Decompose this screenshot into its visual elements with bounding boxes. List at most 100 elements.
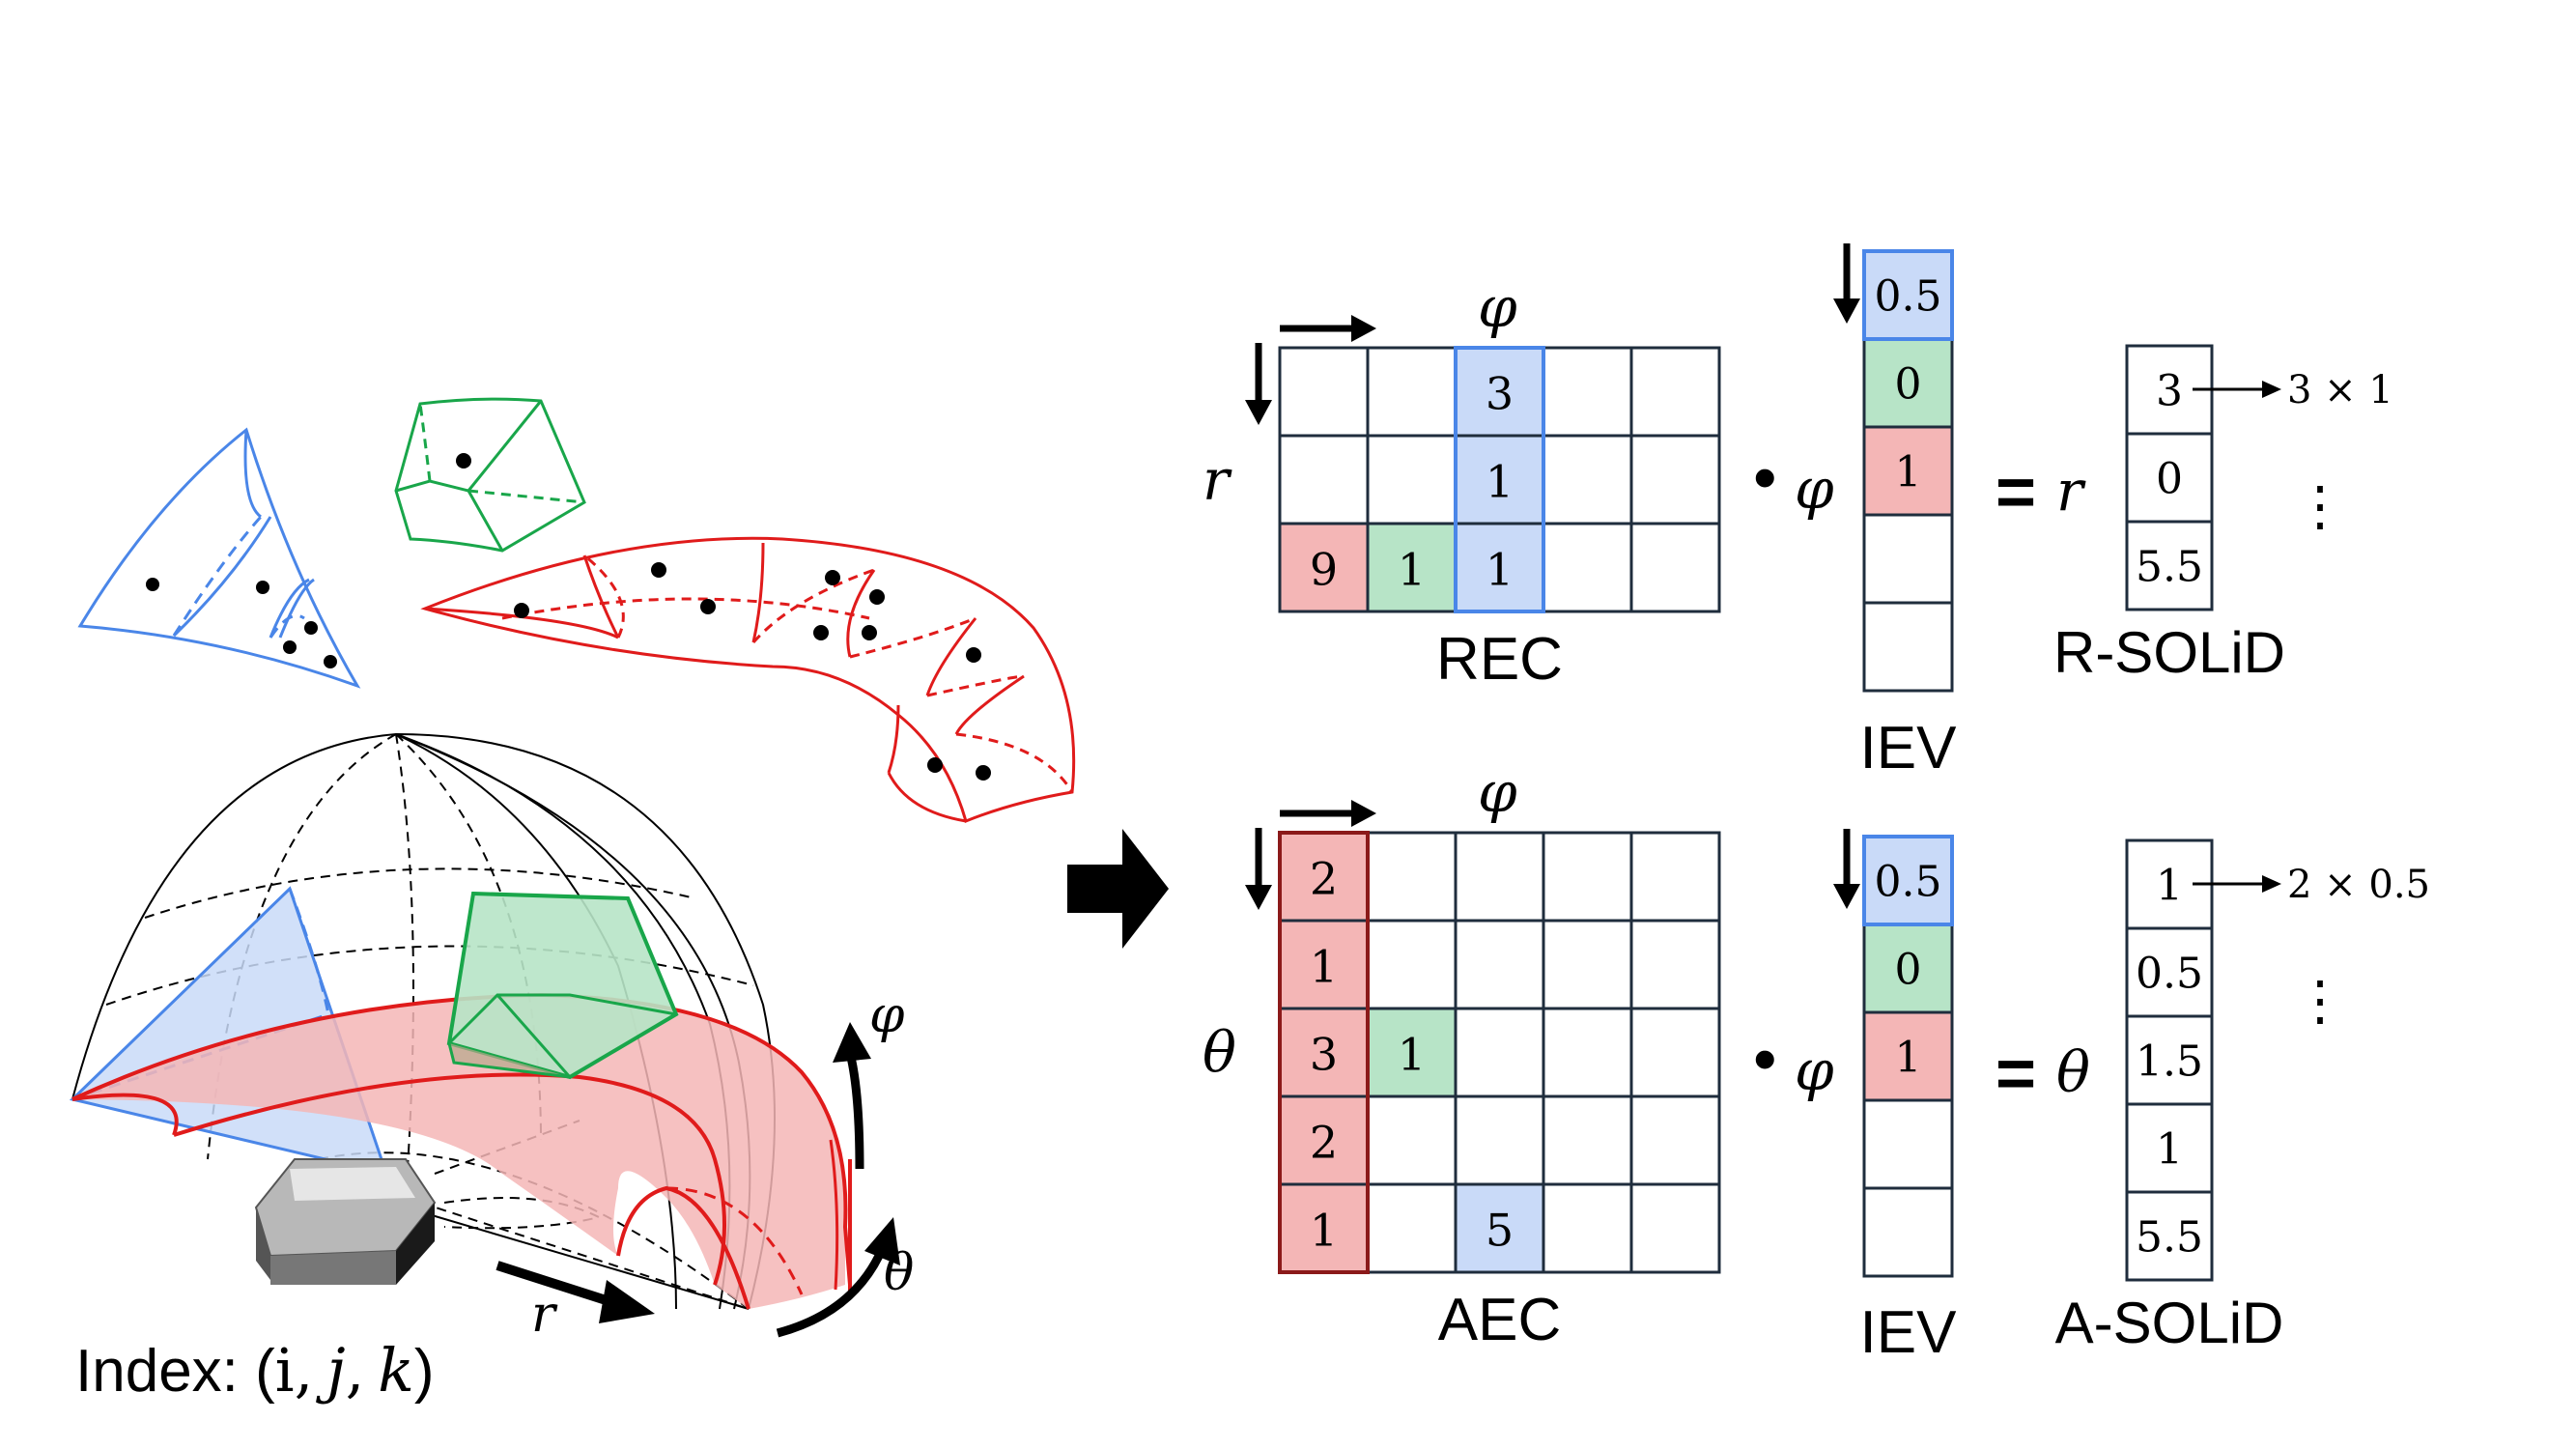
bottom-matrix-cell <box>1629 1007 1721 1098</box>
bottom-matrix-cell <box>1454 1007 1545 1098</box>
bottom-matrix-cell <box>1629 831 1721 923</box>
top-eq-label: r <box>2056 458 2086 524</box>
bottom-annotation: 2 × 0.5 <box>2287 863 2430 907</box>
bottom-matrix-cell <box>1278 1182 1370 1274</box>
top-col-arrowhead <box>1351 315 1376 342</box>
bottom-matrix-value: 3 <box>1310 1029 1338 1081</box>
top-iev-value: 0 <box>1895 360 1922 410</box>
top-iev-value: 0.5 <box>1875 272 1942 322</box>
bottom-iev-value: 0.5 <box>1875 858 1942 907</box>
bottom-matrix-cell <box>1542 1182 1633 1274</box>
bottom-col-label: φ <box>1478 759 1517 825</box>
bottom-iev-cell <box>1862 1010 1954 1102</box>
bottom-matrix-value: 2 <box>1310 853 1338 905</box>
bottom-matrix-cell <box>1366 831 1458 923</box>
bottom-matrix-cell <box>1629 1094 1721 1186</box>
bottom-highlight-column <box>1278 831 1370 1274</box>
bottom-matrix-value: 1 <box>1310 1205 1338 1257</box>
bottom-matrix-cell <box>1454 1182 1545 1274</box>
top-highlight-column <box>1454 346 1545 613</box>
bottom-result-value: 0.5 <box>2136 950 2203 999</box>
bottom-iev-cell <box>1862 1098 1954 1190</box>
transform-arrow-icon <box>1067 829 1169 949</box>
top-matrix-cell <box>1629 434 1721 526</box>
red-ring-exploded <box>420 536 1076 824</box>
blue-wedge-exploded <box>77 427 361 689</box>
bottom-iev-cell <box>1862 1186 1954 1278</box>
r-axis-label: r <box>531 1286 558 1344</box>
bottom-iev-cell <box>1862 835 1954 926</box>
top-matrix-cell <box>1366 346 1458 438</box>
bottom-iev-highlight <box>1862 835 1954 926</box>
top-matrix-cell <box>1278 434 1370 526</box>
bottom-result-value: 1 <box>2156 862 2183 911</box>
top-result-cell <box>2125 432 2214 524</box>
bottom-equals: = <box>1996 1036 2036 1113</box>
phi-axis-label: φ <box>869 986 905 1044</box>
bottom-matrix-cell <box>1366 1094 1458 1186</box>
bottom-iev-title: IEV <box>1860 1299 1958 1366</box>
bottom-dot-operator: • <box>1753 1021 1777 1096</box>
bottom-result-title: A-SOLiD <box>2055 1291 2284 1355</box>
index-label: Index: (i,j,k) <box>75 1335 435 1406</box>
bottom-row-arrowhead <box>1245 885 1272 910</box>
top-matrix-cell <box>1542 522 1633 613</box>
top-iev-highlight <box>1862 249 1954 341</box>
top-row-label: r <box>1203 447 1232 513</box>
theta-axis-label: θ <box>884 1244 914 1302</box>
r-axis-arrow: r <box>495 1261 655 1344</box>
bottom-annotation-arrowhead <box>2262 875 2281 893</box>
bottom-matrix-cell <box>1542 831 1633 923</box>
top-result-value: 5.5 <box>2136 543 2203 592</box>
top-dot-phi: φ <box>1795 456 1834 522</box>
top-matrix-value: 1 <box>1398 544 1426 596</box>
top-matrix-cell <box>1278 346 1370 438</box>
bottom-result-value: 1 <box>2156 1125 2183 1175</box>
top-iev-cell <box>1862 337 1954 429</box>
bottom-matrix-cell <box>1454 831 1545 923</box>
top-iev-value: 1 <box>1895 448 1922 497</box>
top-matrix-cell <box>1542 346 1633 438</box>
top-matrix-cell <box>1366 522 1458 613</box>
top-iev-cell <box>1862 601 1954 693</box>
bottom-matrix-value: 1 <box>1398 1029 1426 1081</box>
top-matrix-cell <box>1629 522 1721 613</box>
top-annotation: 3 × 1 <box>2287 368 2393 412</box>
theta-axis-arrow: θ <box>776 1217 914 1338</box>
top-matrix-value: 3 <box>1486 368 1514 420</box>
top-dot-operator: • <box>1753 440 1777 515</box>
bottom-result-cell <box>2125 1102 2214 1194</box>
bottom-matrix-cell <box>1542 919 1633 1010</box>
top-col-label: φ <box>1478 274 1517 340</box>
bottom-matrix-cell <box>1629 1182 1721 1274</box>
bottom-matrix-value: 1 <box>1310 941 1338 993</box>
top-result-title: R-SOLiD <box>2053 620 2285 685</box>
bottom-eq-label: θ <box>2056 1039 2090 1105</box>
top-iev-cell <box>1862 425 1954 517</box>
sensor-device-icon <box>254 1158 437 1285</box>
bottom-matrix-cell <box>1454 1094 1545 1186</box>
top-ellipsis: ⋮ <box>2293 475 2347 538</box>
phi-axis-arrow: φ <box>833 986 905 1170</box>
green-box-exploded <box>394 397 586 553</box>
top-result-value: 0 <box>2156 455 2183 504</box>
bottom-row-label: θ <box>1203 1020 1236 1086</box>
bottom-dot-phi: φ <box>1795 1037 1834 1103</box>
top-matrix-title: REC <box>1436 626 1563 693</box>
top-matrix-cell <box>1629 346 1721 438</box>
top-matrix-value: 9 <box>1310 544 1338 596</box>
spherical-illustration: r θ φ <box>69 397 1076 1406</box>
bottom-result-value: 1.5 <box>2136 1037 2203 1087</box>
top-iev-cell <box>1862 513 1954 605</box>
top-row-arrowhead <box>1245 400 1272 425</box>
bottom-matrix-cell <box>1454 919 1545 1010</box>
bottom-matrix-cell <box>1366 919 1458 1010</box>
bottom-matrix-cell <box>1366 1182 1458 1274</box>
top-iev-arrowhead <box>1833 298 1860 324</box>
top-matrix-value: 1 <box>1486 456 1514 508</box>
top-annotation-arrowhead <box>2262 381 2281 398</box>
green-box-region <box>446 891 679 1080</box>
bottom-result-cell <box>2125 1190 2214 1282</box>
